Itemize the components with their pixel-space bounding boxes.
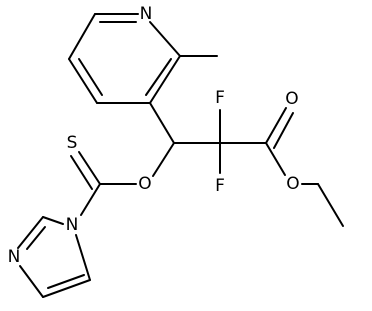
bond-cthio-s (78, 151, 101, 185)
atom-f-lower: F (215, 176, 225, 196)
bond-n-c2 (149, 21, 181, 57)
bond-c2-n3 (17, 216, 44, 249)
atom-o-ester: O (286, 174, 299, 194)
bond-ccarbonyl-oester (265, 142, 286, 176)
atom-n-pyridine: N (140, 4, 153, 24)
bond-carbonyl-o-second (273, 112, 294, 149)
imidazole-ring (17, 216, 91, 298)
bond-c2-c3 (149, 55, 181, 104)
atom-n-imidazole-3: N (8, 247, 21, 267)
atom-o-carbonyl: O (285, 89, 298, 109)
pyridine-ring (68, 13, 218, 104)
backbone (70, 102, 344, 227)
atom-f-upper: F (215, 88, 225, 108)
bond-c4-c5-inner (78, 58, 103, 96)
bond-cthio-s-second (70, 155, 93, 190)
bond-c4-c5-inner (47, 274, 85, 289)
bond-cthio-n-imidazole (80, 183, 101, 216)
bond-c5-c6 (68, 13, 96, 60)
bond-n3-c4 (19, 265, 44, 298)
bond-c5-n1 (75, 234, 91, 281)
bond-n1-c2 (42, 216, 64, 225)
bond-c2-n3-inner (26, 226, 46, 250)
bond-carbonyl-o (265, 107, 287, 144)
bond-chc-oether (152, 142, 175, 177)
bond-c4-c5 (68, 58, 98, 104)
bond-ch2-ch3 (317, 183, 344, 227)
bond-c4-c5 (42, 279, 91, 298)
bond-c2-c3-inner (145, 58, 172, 96)
atom-labels: N F F O O O S N N (8, 4, 300, 267)
atom-s-thione: S (67, 133, 78, 153)
atom-n-imidazole-1: N (66, 215, 79, 235)
bond-ring-chc (149, 102, 175, 144)
atom-o-ether: O (138, 174, 151, 194)
